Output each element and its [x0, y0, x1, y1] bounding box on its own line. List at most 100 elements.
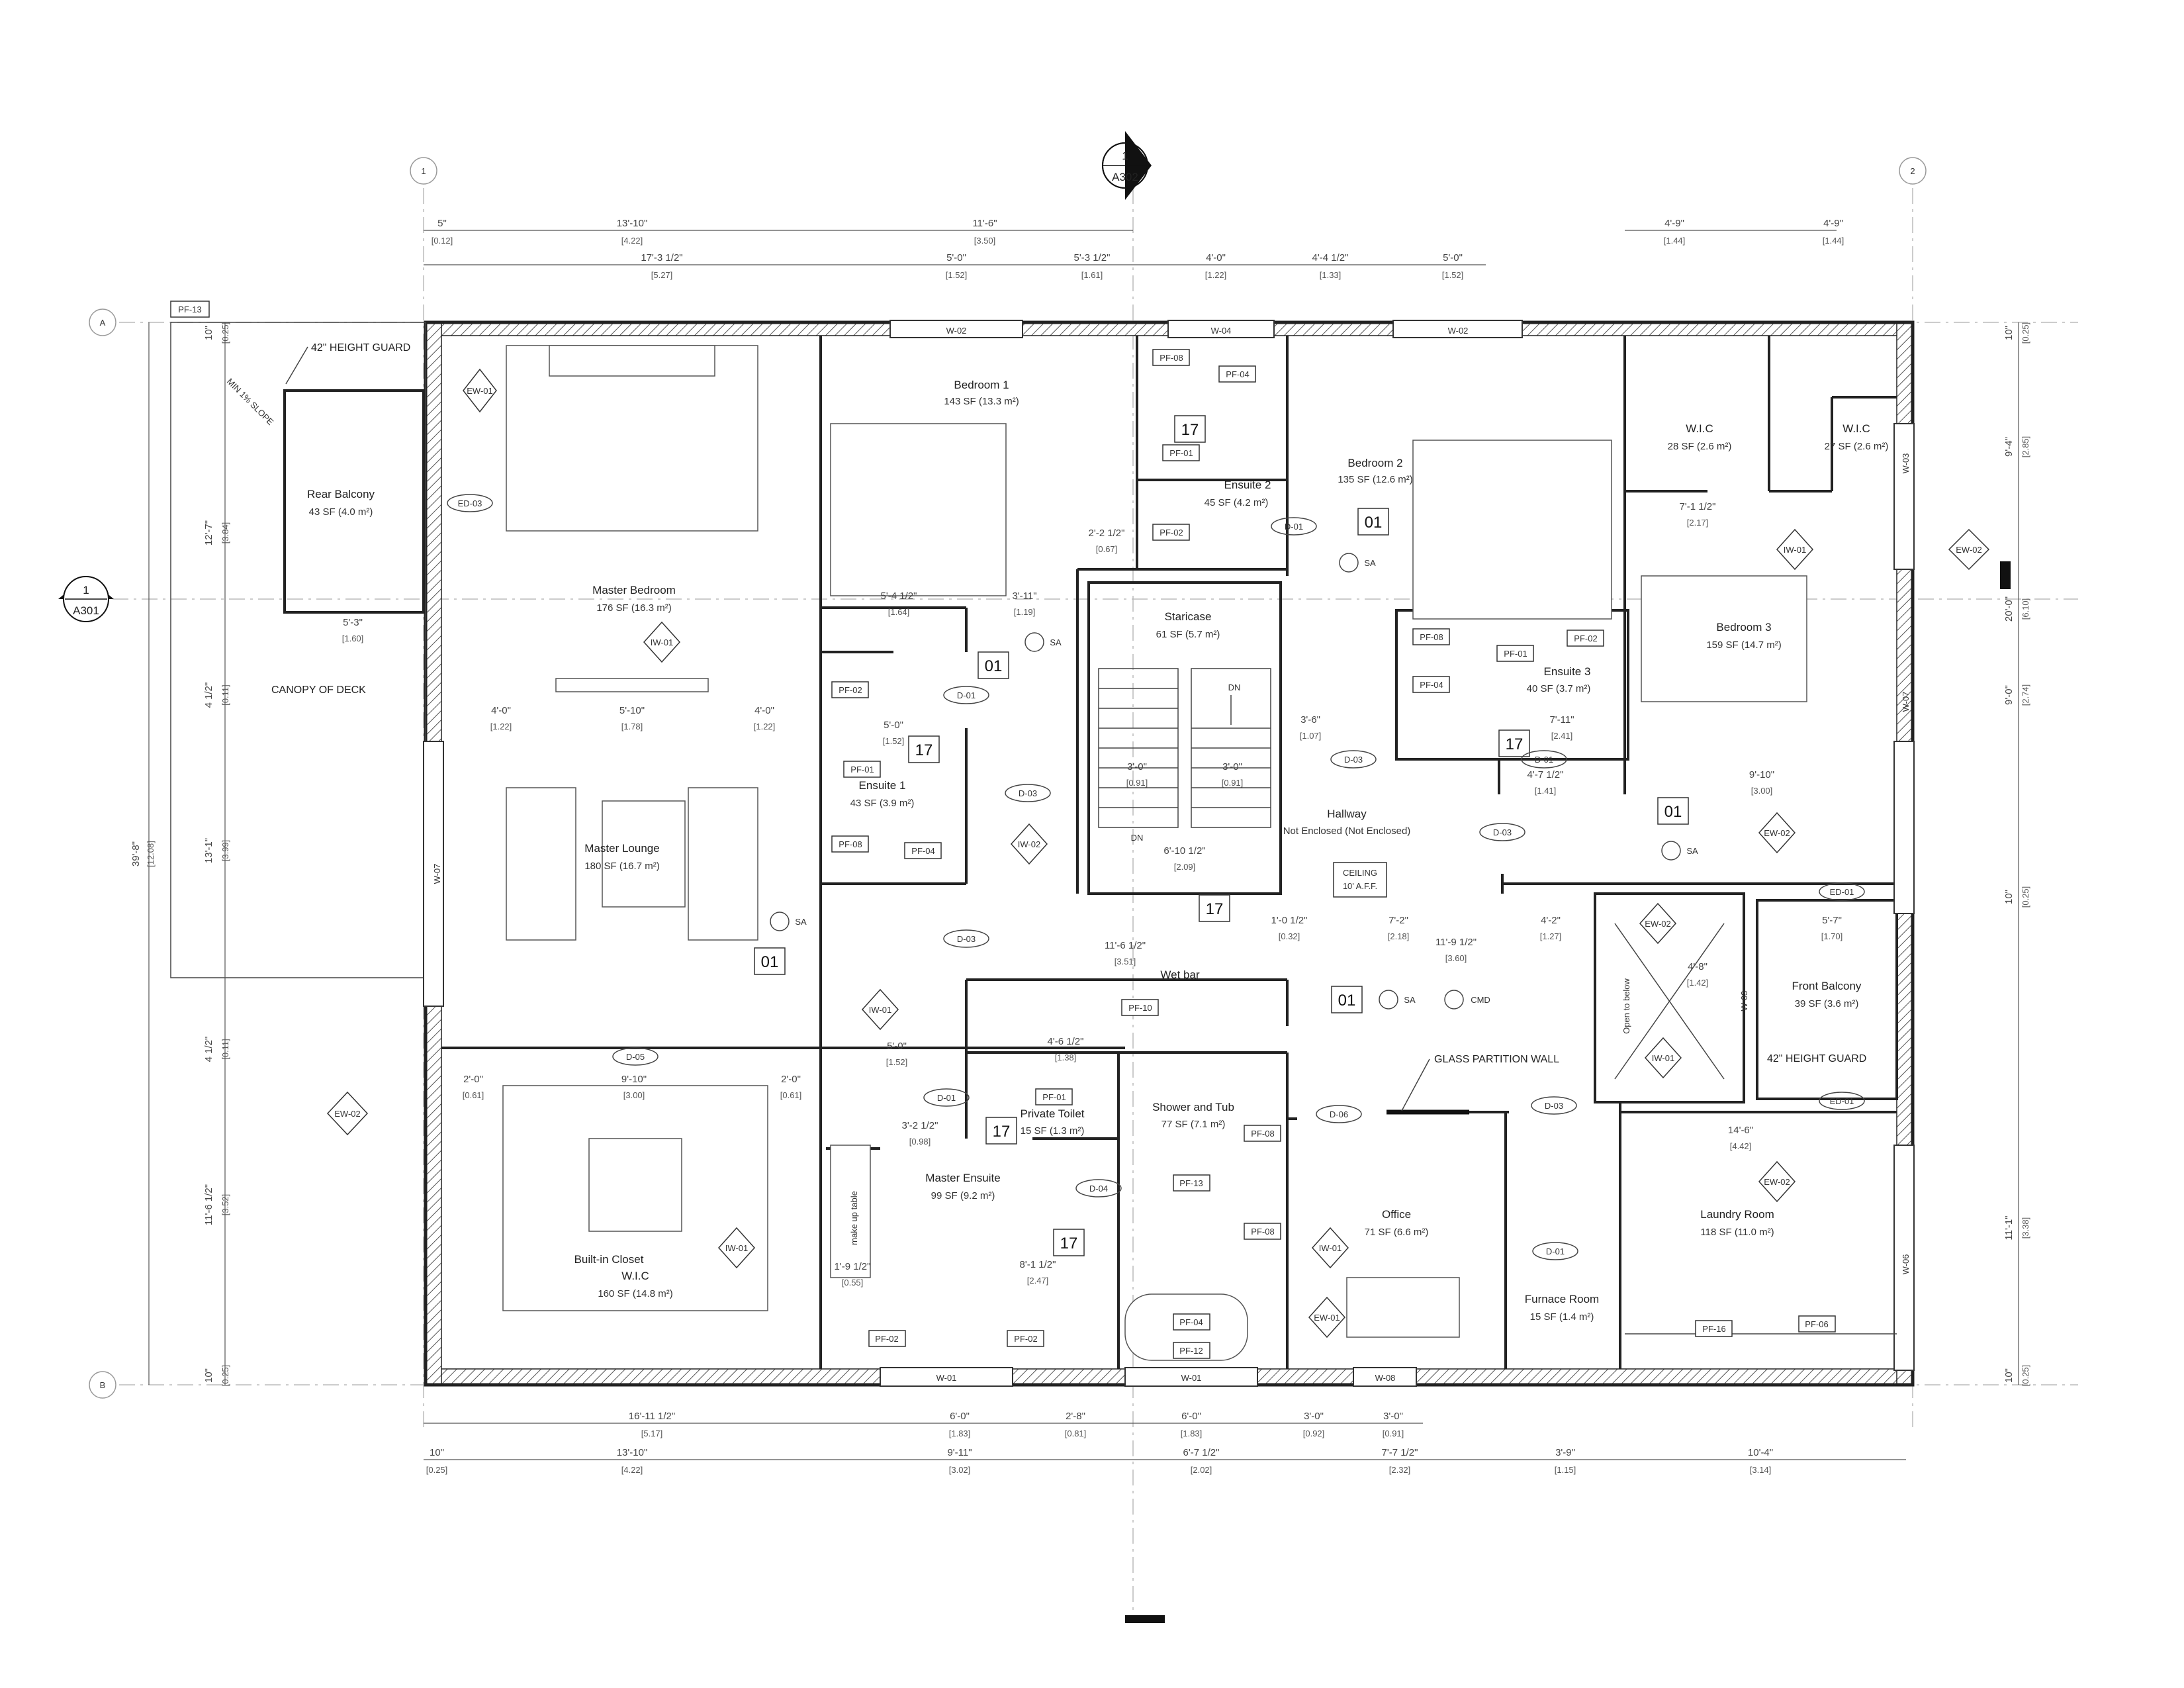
dimension-left-metric: [3.99] [220, 840, 230, 862]
dimension-interior-metric: [1.27] [1540, 931, 1562, 941]
dimension-interior: 5'-0" [887, 1041, 907, 1052]
svg-text:15 SF (1.4 m²): 15 SF (1.4 m²) [1530, 1311, 1594, 1323]
svg-text:Ensuite 1: Ensuite 1 [859, 779, 906, 792]
dimension-top: 13'-10" [617, 218, 648, 229]
svg-text:160 SF (14.8 m²): 160 SF (14.8 m²) [598, 1288, 672, 1299]
svg-text:43 SF (3.9 m²): 43 SF (3.9 m²) [850, 798, 915, 809]
svg-text:17: 17 [915, 741, 933, 759]
grid-bubble-2: 2 [1910, 166, 1915, 176]
svg-text:W.I.C: W.I.C [1843, 422, 1870, 435]
svg-text:Office: Office [1382, 1208, 1411, 1221]
dimension-left-total: 39'-8" [130, 841, 142, 867]
svg-text:Furnace Room: Furnace Room [1525, 1293, 1599, 1305]
dimension-interior: 5'-10" [619, 705, 645, 716]
dimension-top-metric: [1.52] [946, 270, 968, 280]
dimension-left-metric: [3.84] [220, 522, 230, 544]
svg-text:SA: SA [1404, 995, 1416, 1005]
svg-text:PF-08: PF-08 [1160, 353, 1183, 363]
staircase-treads [1098, 668, 1271, 828]
section-cut-mark-right [2000, 561, 2011, 589]
note-ceiling: CEILING [1343, 868, 1377, 878]
svg-text:135 SF (12.6 m²): 135 SF (12.6 m²) [1338, 474, 1412, 485]
svg-text:Bedroom 3: Bedroom 3 [1716, 621, 1771, 633]
dimension-left: 10" [203, 326, 214, 340]
room-ensuite-2: Ensuite 245 SF (4.2 m²) [1205, 479, 1271, 508]
dimension-right: 9'-0" [2003, 685, 2015, 705]
dimension-interior: 2'-0" [781, 1074, 801, 1085]
dimension-interior-metric: [0.32] [1279, 931, 1300, 941]
svg-text:D-03: D-03 [957, 934, 976, 944]
dimension-interior-metric: [1.19] [1014, 607, 1036, 617]
dimension-right-metric: [0.25] [2021, 1365, 2030, 1387]
dimension-interior-metric: [3.00] [1751, 786, 1773, 796]
svg-text:15 SF (1.3 m²): 15 SF (1.3 m²) [1021, 1125, 1085, 1137]
svg-text:W-01: W-01 [1181, 1373, 1202, 1383]
svg-text:01: 01 [1365, 514, 1383, 532]
room-ensuite-3: Ensuite 340 SF (3.7 m²) [1527, 665, 1591, 694]
note-dn-2: DN [1131, 833, 1144, 843]
dimension-left-metric: [3.52] [220, 1194, 230, 1216]
dimension-interior-metric: [1.60] [342, 633, 364, 643]
dimension-interior-metric: [1.52] [883, 736, 905, 746]
svg-text:W-06: W-06 [1901, 1254, 1911, 1275]
dimension-left-metric: [0.25] [220, 1365, 230, 1387]
dimension-interior: 2'-2 1/2" [1089, 528, 1125, 539]
svg-text:PF-02: PF-02 [1160, 528, 1183, 538]
dimension-interior-metric: [1.52] [886, 1057, 908, 1067]
svg-text:IW-01: IW-01 [1319, 1243, 1342, 1253]
svg-text:Ensuite 3: Ensuite 3 [1544, 665, 1591, 678]
room-wic-2: W.I.C27 SF (2.6 m²) [1825, 422, 1889, 452]
dimension-top-metric: [4.22] [621, 236, 643, 246]
dimension-interior: 6'-10 1/2" [1163, 845, 1205, 857]
dimension-right-metric: [0.25] [2021, 322, 2030, 344]
dimension-right-metric: [2.85] [2021, 436, 2030, 458]
svg-text:01: 01 [1664, 803, 1682, 821]
svg-text:W-03: W-03 [1901, 453, 1911, 474]
dimension-top: 5" [437, 218, 447, 229]
dimension-left-metric: [0.11] [220, 1039, 230, 1060]
svg-text:PF-01: PF-01 [1042, 1092, 1066, 1102]
svg-text:Front Balcony: Front Balcony [1792, 980, 1862, 992]
dimension-right: 9'-4" [2003, 437, 2015, 457]
svg-text:SA: SA [795, 917, 807, 927]
svg-text:IW-01: IW-01 [1652, 1053, 1674, 1063]
svg-text:PF-08: PF-08 [1251, 1129, 1274, 1139]
svg-text:Master Lounge: Master Lounge [584, 842, 659, 855]
grid-lines [113, 159, 2078, 1615]
section-number: 1 [1122, 150, 1128, 162]
room-number-tags: 01 01 01 01 01 17 17 17 17 17 17 [754, 415, 1689, 1256]
dimension-interior: 4'-6 1/2" [1048, 1036, 1084, 1047]
svg-text:ED-03: ED-03 [458, 498, 482, 508]
dimension-interior: 3'-2 1/2" [902, 1120, 938, 1131]
dimension-interior: 1'-9 1/2" [835, 1261, 871, 1272]
dimension-bottom: 10'-4" [1748, 1447, 1773, 1458]
svg-text:99 SF (9.2 m²): 99 SF (9.2 m²) [931, 1190, 995, 1201]
dimension-interior-metric: [1.22] [754, 722, 776, 731]
svg-text:Not Enclosed (Not Enclosed): Not Enclosed (Not Enclosed) [1283, 825, 1411, 837]
dimension-right: 20'-0" [2003, 596, 2015, 622]
svg-text:EW-02: EW-02 [334, 1109, 361, 1119]
svg-text:W-08: W-08 [1375, 1373, 1396, 1383]
dimension-top-metric: [3.50] [974, 236, 996, 246]
svg-text:PF-04: PF-04 [1179, 1317, 1203, 1327]
dimension-interior: 4'-7 1/2" [1527, 769, 1564, 780]
section-marker-a301[interactable]: 1 A301 [58, 576, 114, 622]
svg-text:45 SF (4.2 m²): 45 SF (4.2 m²) [1205, 497, 1269, 508]
dimension-bottom: 6'-7 1/2" [1183, 1447, 1220, 1458]
svg-text:17: 17 [1206, 900, 1224, 918]
svg-text:Wet bar: Wet bar [1160, 968, 1200, 981]
section-marker-a302[interactable]: 1 A302 [1102, 131, 1152, 200]
dimension-bottom-metric: [0.91] [1383, 1429, 1404, 1438]
dimension-top-metric: [1.33] [1320, 270, 1342, 280]
svg-text:43 SF (4.0 m²): 43 SF (4.0 m²) [309, 506, 373, 518]
svg-text:EW-02: EW-02 [1764, 1177, 1790, 1187]
grid-bubbles: 1 2 A B [89, 157, 1927, 1399]
dimension-bottom: 10" [430, 1447, 444, 1458]
dimension-interior-metric: [2.18] [1388, 931, 1410, 941]
dimension-interior: 3'-6" [1300, 714, 1320, 726]
dimension-interior: 2'-0" [463, 1074, 483, 1085]
